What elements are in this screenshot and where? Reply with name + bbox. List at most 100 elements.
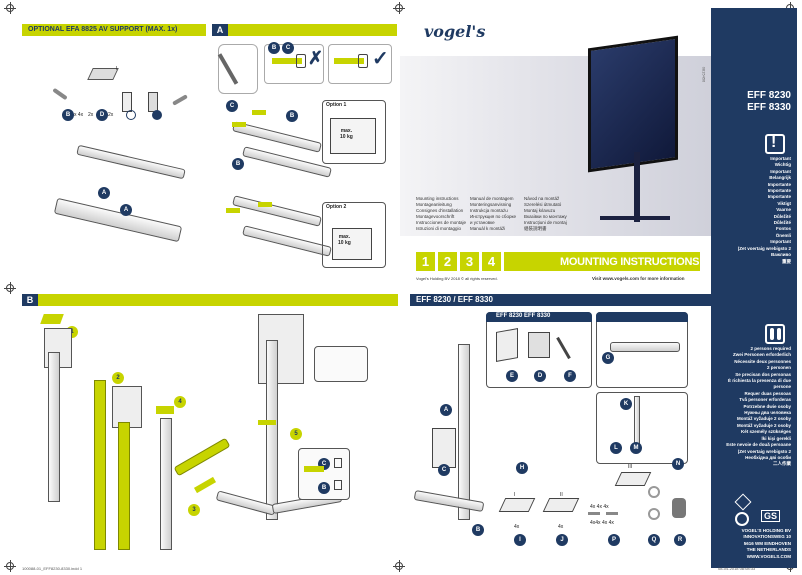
screw-icon: [272, 58, 302, 64]
person-icon: [770, 328, 774, 340]
option1-title: Option 1: [326, 102, 347, 108]
bracket-icon: [122, 92, 132, 112]
rail-b-top: [232, 195, 322, 227]
label-g: G: [602, 352, 614, 364]
registration-mark-icon: [4, 560, 16, 572]
label-b: B: [286, 110, 298, 122]
arrow-icon: [232, 122, 246, 127]
main-plate: [258, 314, 304, 384]
label-r: R: [674, 534, 686, 546]
qty-c: 2x: [108, 112, 114, 118]
label-b: B: [62, 109, 74, 121]
base-lime: [173, 437, 231, 477]
right-parts-box: [596, 392, 688, 464]
plate-ii: [542, 498, 580, 512]
shelf-plate: [87, 68, 119, 80]
label-b: B: [268, 42, 280, 54]
main-column: [266, 340, 278, 520]
label-f: F: [564, 370, 576, 382]
screw-icon: [606, 512, 618, 515]
label-a: A: [98, 187, 110, 199]
doc-number: 0815456: [701, 66, 707, 83]
footer-left: 100088-01_EFF8230-8330.indd 1: [22, 566, 83, 571]
plate-panel: [112, 386, 142, 428]
screw-icon: [304, 466, 324, 472]
hardware-p-qty: 4x4x 4x 4x: [590, 520, 614, 526]
screw-icon: [334, 58, 364, 64]
option2-load: max. 10 kg: [338, 234, 351, 246]
clip-icon: [126, 110, 136, 120]
wrong-example-box: [264, 44, 324, 84]
cap-lime: [156, 406, 174, 414]
column-a: [458, 344, 470, 520]
clip-icon: [152, 110, 162, 120]
registration-mark-icon: [393, 2, 405, 14]
rotate-arrow-icon: [193, 476, 217, 494]
mounting-title-bar: [504, 252, 700, 271]
roman-iii: III: [628, 464, 633, 470]
label-p: P: [608, 534, 620, 546]
plate-e: [496, 328, 518, 362]
option1-load-box: [330, 118, 376, 154]
product-code-2: EFF 8330: [747, 102, 791, 113]
right-example-box: [328, 44, 392, 84]
alert-icon: !: [771, 134, 777, 151]
optional-panel-header: OPTIONAL EFA 8825 AV SUPPORT (MAX. 1x): [22, 24, 206, 36]
copyright: Vogel's Holding BV 2018 © all rights res…: [416, 276, 498, 281]
step-box-3: 3: [460, 252, 479, 271]
label-c: C: [282, 42, 294, 54]
section-a-panel: A B C ✗ ✓ C B B Option 1 max. 10 kg Opti…: [212, 22, 397, 290]
bolt-icon: [52, 87, 68, 101]
tv-screen: [588, 35, 678, 173]
check-icon: ✓: [372, 48, 389, 70]
section-b-panel: B 1 2 3 4 5 C B: [22, 292, 398, 560]
panel-plate-lime: [40, 314, 64, 324]
mounting-title: MOUNTING INSTRUCTIONS: [560, 256, 700, 268]
label-e: E: [506, 370, 518, 382]
option1-box: [322, 100, 386, 164]
lock-icon: [296, 54, 306, 68]
person-icon: [777, 328, 781, 340]
label-i: I: [514, 534, 526, 546]
website: Visit www.vogels.com for more informatio…: [592, 276, 685, 281]
stand-base: [600, 216, 670, 220]
bolt-icon: [172, 94, 188, 106]
option1-load: max. 10 kg: [340, 128, 353, 140]
step-2-badge: 2: [112, 372, 124, 384]
contents-panel: EFF 8230 / EFF 8330 EFF 8230 EFF 8330 E …: [410, 292, 711, 560]
hardware-h-qty: 4x 4x 4x: [590, 504, 609, 510]
label-a: A: [440, 404, 452, 416]
washer-icon: [648, 486, 660, 498]
parts-box-header: [486, 312, 592, 322]
label-m: M: [630, 442, 642, 454]
plate-d: [528, 332, 550, 358]
qty-a: x 4x: [74, 112, 84, 118]
column-lime-1: [94, 380, 106, 550]
label-b: B: [472, 524, 484, 536]
washer-icon: [648, 508, 660, 520]
rail-g: [610, 342, 680, 352]
plate-i: [498, 498, 536, 512]
rail-b-bottom: [242, 225, 332, 257]
label-a-2: A: [120, 204, 132, 216]
arrow-icon: [226, 208, 240, 213]
parts-sub-header: EFF 8230 EFF 8330: [496, 313, 551, 319]
footer-right: 08-04-2018 08:08:33: [718, 566, 756, 571]
registration-mark-icon: [4, 2, 16, 14]
arrow-icon: [258, 420, 276, 425]
stand-pole: [634, 152, 640, 222]
brand-logo: vogel's: [424, 22, 486, 41]
label-c: C: [438, 464, 450, 476]
registration-mark-icon: [4, 282, 16, 294]
plate-iii: [614, 472, 652, 486]
step-5-badge: 5: [290, 428, 302, 440]
step-3-badge: 3: [188, 504, 200, 516]
arrow-icon: [252, 110, 266, 115]
roman-i-label: I: [116, 66, 118, 72]
step-4-badge: 4: [174, 396, 186, 408]
